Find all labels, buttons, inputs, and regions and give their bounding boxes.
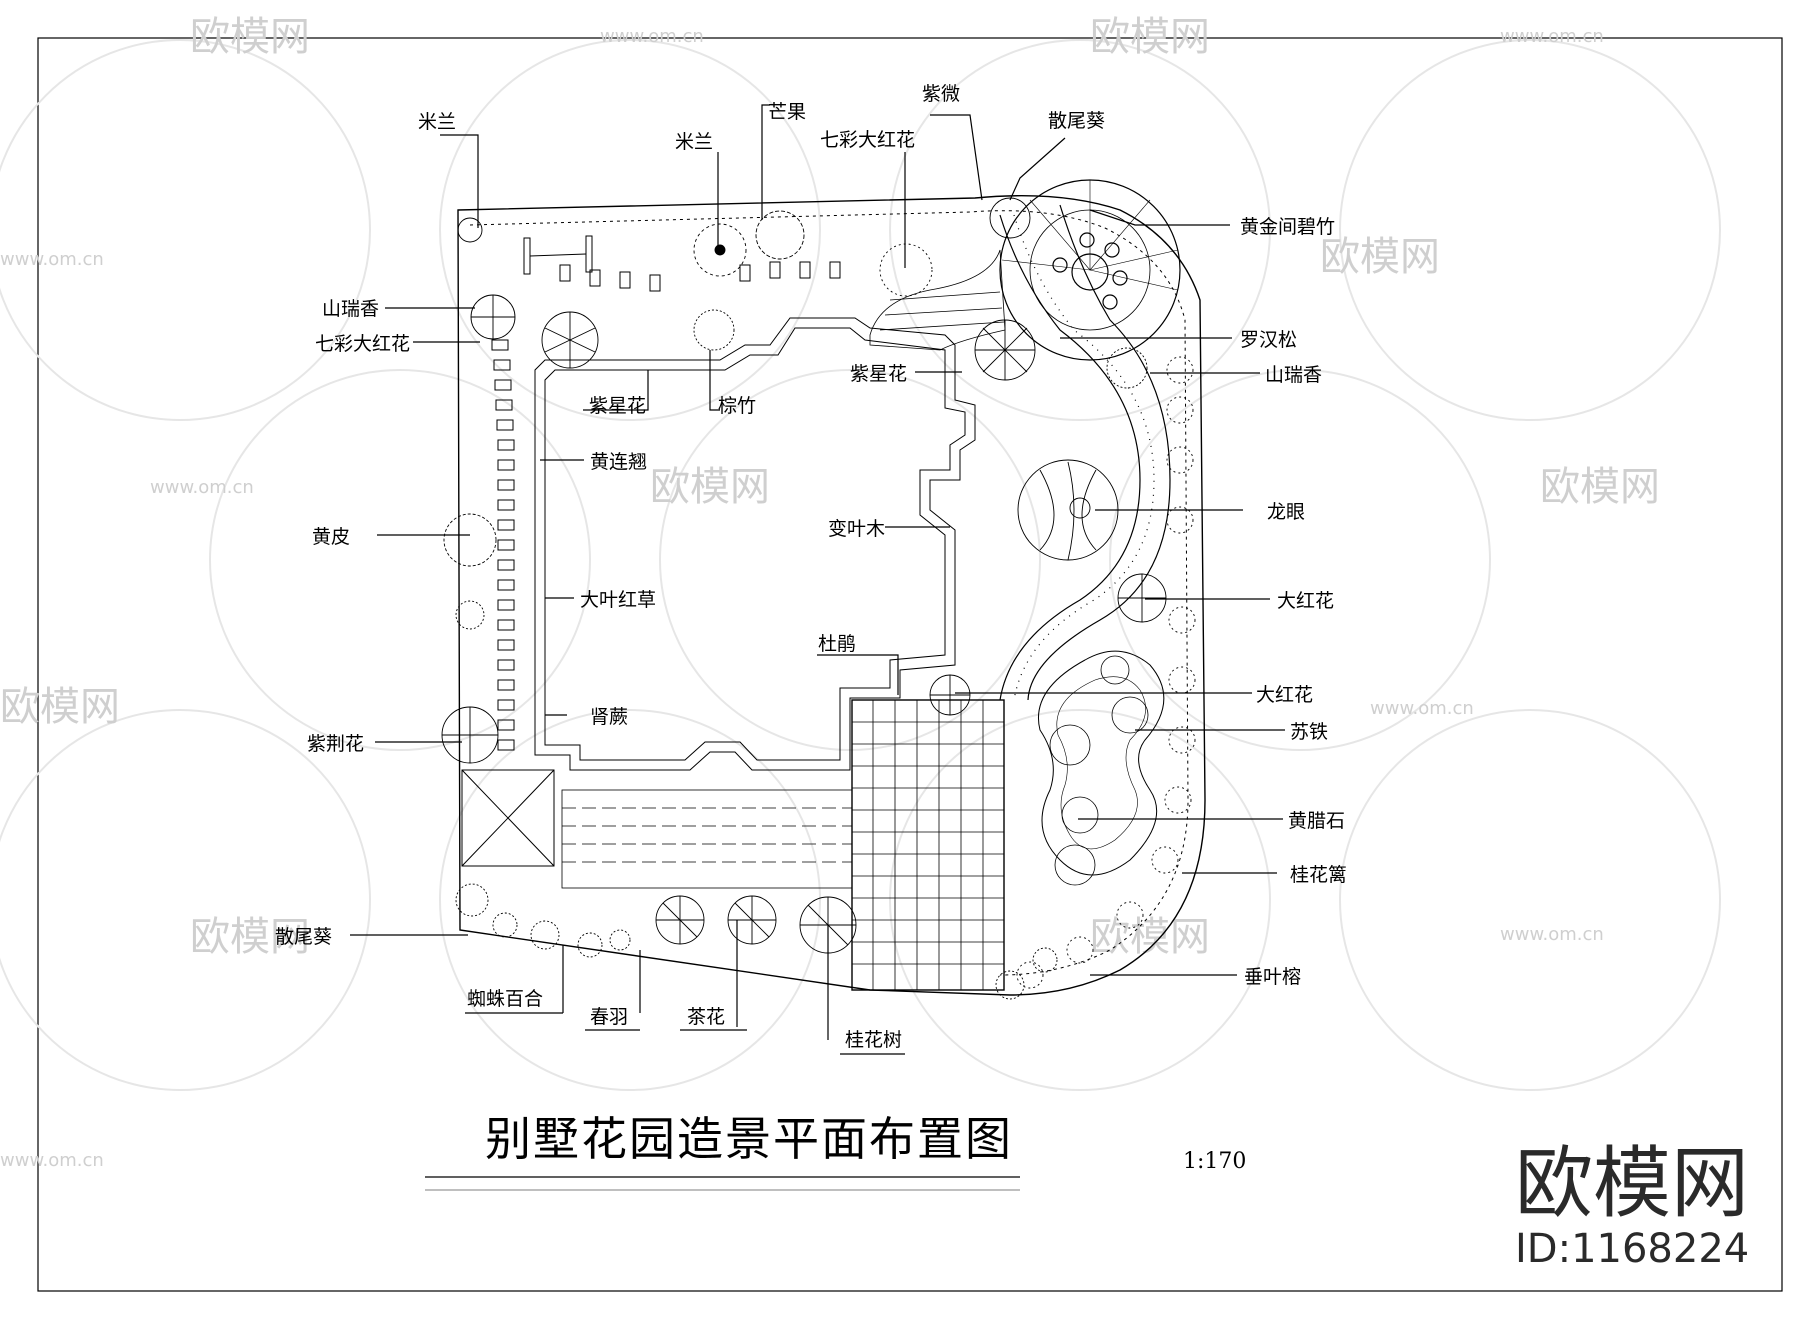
label-longyan: 龙眼 [1267, 501, 1305, 523]
label-huanglianqiao: 黄连翘 [590, 451, 647, 473]
label-chuiyerong: 垂叶榕 [1244, 966, 1301, 988]
label-dahonghua-right: 大红花 [1277, 590, 1334, 612]
label-underlines [465, 1012, 905, 1055]
label-ziwei: 紫微 [922, 83, 960, 105]
watermark-logo: 欧模网 [1515, 1139, 1749, 1229]
label-shanruixiang-right: 山瑞香 [1265, 364, 1322, 386]
wooden-deck [561, 789, 853, 889]
label-huangjin: 黄金间碧竹 [1240, 216, 1335, 238]
wm-brand-1: 欧模网 [190, 14, 310, 60]
drawing-title: 别墅花园造景平面布置图 [485, 1112, 1013, 1166]
wm-brand-3: 欧模网 [1320, 234, 1440, 280]
label-mango: 芒果 [768, 101, 806, 123]
wm-url-1: www.om.cn [600, 26, 704, 47]
label-huanglashi: 黄腊石 [1288, 810, 1345, 832]
stepping-stones [491, 261, 841, 751]
label-sanweikui-bottom: 散尾葵 [275, 926, 332, 948]
label-shanruixiang-left: 山瑞香 [322, 298, 379, 320]
house-footprint-inner [544, 327, 966, 761]
pavilion [461, 769, 555, 867]
round-patio [999, 179, 1181, 361]
label-milan-top: 米兰 [675, 131, 713, 153]
leader-lines [350, 104, 1285, 1040]
paved-plaza [851, 699, 1005, 991]
wm-url-2: www.om.cn [1500, 26, 1604, 47]
wm-brand-7: 欧模网 [1090, 914, 1210, 960]
label-dahonghua-mid: 大红花 [1256, 684, 1313, 706]
label-guihuashu: 桂花树 [845, 1029, 902, 1051]
drawing-frame [37, 37, 1783, 1292]
label-sanweikui-top: 散尾葵 [1048, 110, 1105, 132]
plant-labels: 米兰 芒果 米兰 七彩大红花 紫微 散尾葵 黄金间碧竹 山瑞香 七彩大红花 罗汉… [275, 83, 1347, 1051]
watermark-id: ID:1168224 [1515, 1226, 1749, 1272]
wm-url-7: www.om.cn [0, 1150, 104, 1171]
wm-brand-2: 欧模网 [1090, 14, 1210, 60]
label-dayehongcao: 大叶红草 [580, 589, 656, 611]
wm-url-5: www.om.cn [1370, 698, 1474, 719]
watermark-background [0, 39, 1721, 1091]
label-guihuali: 桂花篱 [1290, 864, 1347, 886]
wm-brand-6: 欧模网 [190, 914, 310, 960]
label-zijinghua: 紫荆花 [307, 733, 364, 755]
wm-brand-5: 欧模网 [1540, 464, 1660, 510]
label-zhizhubaihe: 蜘蛛百合 [467, 988, 543, 1010]
wm-url-4: www.om.cn [150, 477, 254, 498]
label-dujuan: 杜鹃 [818, 633, 856, 655]
label-luohansong: 罗汉松 [1240, 329, 1297, 351]
label-qicai-top: 七彩大红花 [820, 129, 915, 151]
wm-url-6: www.om.cn [1500, 924, 1604, 945]
wm-brand-4: 欧模网 [650, 464, 770, 510]
label-chahua: 茶花 [687, 1006, 725, 1028]
site-boundary [457, 195, 1206, 996]
garden-bench [523, 235, 593, 275]
scale-text: 1:170 [1183, 1149, 1246, 1174]
label-milan-top-left: 米兰 [418, 111, 456, 133]
label-huangpi: 黄皮 [312, 526, 350, 548]
label-shenjue: 肾蕨 [590, 706, 628, 728]
wm-url-3: www.om.cn [0, 249, 104, 270]
rockery-pond [1038, 650, 1165, 876]
label-bianyemu: 变叶木 [828, 518, 885, 540]
label-sutie: 苏铁 [1290, 721, 1328, 743]
label-chunyu: 春羽 [590, 1006, 628, 1028]
label-qicai-left: 七彩大红花 [315, 333, 410, 355]
watermark-texts: 欧模网 欧模网 欧模网 欧模网 欧模网 欧模网 欧模网 欧模网 www.om.c… [0, 14, 1660, 1171]
label-zongzhu: 棕竹 [718, 395, 756, 417]
brick-paving [869, 249, 1006, 351]
label-zixinghua-right: 紫星花 [850, 363, 907, 385]
curving-path [999, 204, 1171, 701]
label-zixinghua-left: 紫星花 [589, 395, 646, 417]
house-footprint [534, 317, 976, 771]
wm-brand-8: 欧模网 [0, 684, 120, 730]
